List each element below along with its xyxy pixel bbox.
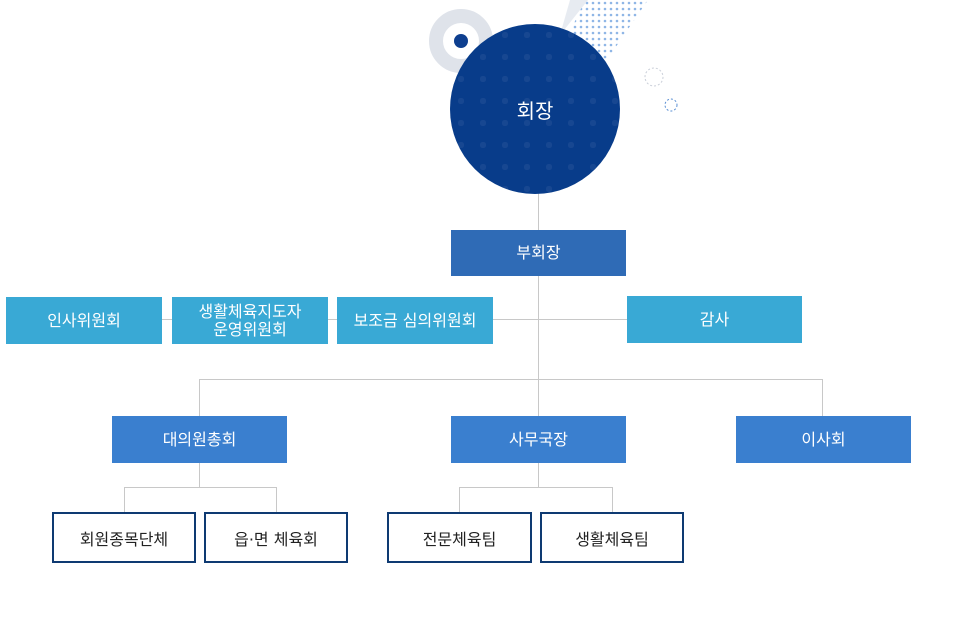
audit-label: 감사 (699, 309, 730, 329)
connector-secretary-children (459, 487, 613, 488)
committee-subsidy-node: 보조금 심의위원회 (337, 297, 493, 344)
committee-personnel-node: 인사위원회 (6, 297, 162, 344)
chairman-node: 회장 (450, 24, 620, 194)
connector-assembly-child2 (276, 487, 277, 513)
town-sports-council-label: 읍·면 체육회 (234, 529, 318, 549)
general-assembly-label: 대의원총회 (162, 429, 237, 449)
chairman-label: 회장 (516, 98, 554, 123)
audit-node: 감사 (627, 296, 802, 343)
elite-sports-team-node: 전문체육팀 (387, 512, 532, 563)
decor-dashed-circle-large (643, 66, 665, 88)
connector-assembly-drop (199, 379, 200, 416)
board-node: 이사회 (736, 416, 911, 463)
connector-board-drop (822, 379, 823, 416)
committee-instructor-node: 생활체육지도자 운영위원회 (172, 297, 328, 344)
general-assembly-node: 대의원총회 (112, 416, 287, 463)
connector-assembly-child1 (124, 487, 125, 513)
community-sports-team-node: 생활체육팀 (540, 512, 684, 563)
connector-secretary-down (538, 462, 539, 487)
connector-secretary-child2 (612, 487, 613, 513)
vice-chairman-node: 부회장 (451, 230, 626, 276)
committee-instructor-label: 생활체육지도자 운영위원회 (198, 301, 302, 339)
board-label: 이사회 (801, 429, 846, 449)
member-sports-groups-node: 회원종목단체 (52, 512, 196, 563)
secretary-general-node: 사무국장 (451, 416, 626, 463)
connector-main-vertical (538, 192, 539, 462)
community-sports-team-label: 생활체육팀 (575, 529, 649, 549)
committee-subsidy-label: 보조금 심의위원회 (353, 310, 477, 330)
decor-dashed-circle-small (663, 97, 679, 113)
member-sports-groups-label: 회원종목단체 (79, 529, 169, 549)
connector-assembly-children (124, 487, 277, 488)
vice-chairman-label: 부회장 (516, 243, 561, 262)
connector-level2-horizontal (199, 379, 823, 380)
elite-sports-team-label: 전문체육팀 (422, 529, 497, 549)
connector-assembly-down (199, 462, 200, 487)
town-sports-council-node: 읍·면 체육회 (204, 512, 348, 563)
connector-secretary-child1 (459, 487, 460, 513)
secretary-general-label: 사무국장 (509, 429, 568, 449)
committee-personnel-label: 인사위원회 (47, 310, 121, 330)
